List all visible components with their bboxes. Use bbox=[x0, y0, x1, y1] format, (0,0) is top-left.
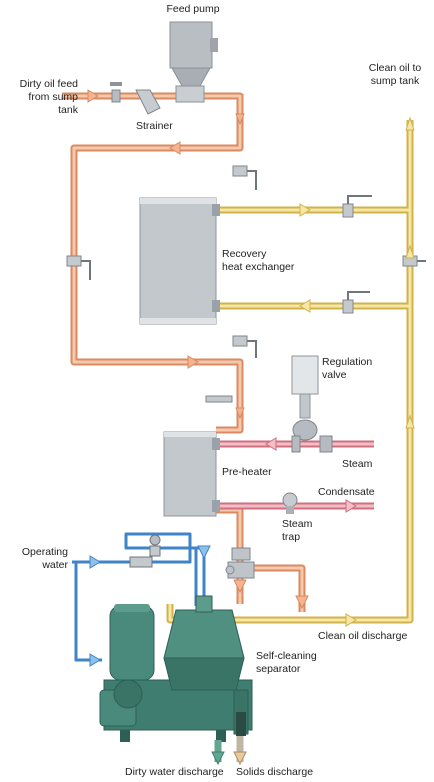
separator-manifold bbox=[225, 547, 255, 579]
flow-arrows bbox=[87, 89, 415, 766]
valves bbox=[66, 165, 426, 403]
self-cleaning-separator bbox=[99, 595, 253, 742]
water-valve bbox=[129, 534, 161, 568]
dirty-water-discharge-label: Dirty water discharge bbox=[125, 766, 224, 778]
clean-oil-pipes bbox=[166, 120, 414, 624]
regulation-valve bbox=[291, 355, 333, 453]
steam-trap-label: Steam trap bbox=[282, 518, 313, 543]
pre-heater bbox=[163, 431, 220, 517]
recovery-heat-exchanger bbox=[139, 197, 220, 325]
feed-pump-label: Feed pump bbox=[166, 3, 220, 15]
dirty-oil-feed-label: Dirty oil feed from sump tank bbox=[19, 78, 78, 116]
clean-oil-discharge-label: Clean oil discharge bbox=[318, 630, 408, 642]
steam-trap bbox=[282, 492, 298, 514]
solids-discharge-label: Solids discharge bbox=[236, 766, 314, 778]
regulation-valve-label: Regulation valve bbox=[322, 356, 373, 381]
operating-water-label: Operating water bbox=[21, 546, 68, 571]
feed-pump bbox=[169, 21, 218, 103]
recovery-heat-exchanger-label: Recovery heat exchanger bbox=[222, 248, 295, 273]
clean-oil-to-sump-label: Clean oil to sump tank bbox=[368, 62, 422, 87]
self-cleaning-separator-label: Self-cleaning separator bbox=[256, 650, 317, 675]
condensate-label: Condensate bbox=[318, 486, 375, 498]
strainer bbox=[110, 82, 161, 115]
strainer-label: Strainer bbox=[136, 120, 173, 132]
steam-label: Steam bbox=[342, 458, 373, 470]
pre-heater-label: Pre-heater bbox=[222, 466, 272, 478]
